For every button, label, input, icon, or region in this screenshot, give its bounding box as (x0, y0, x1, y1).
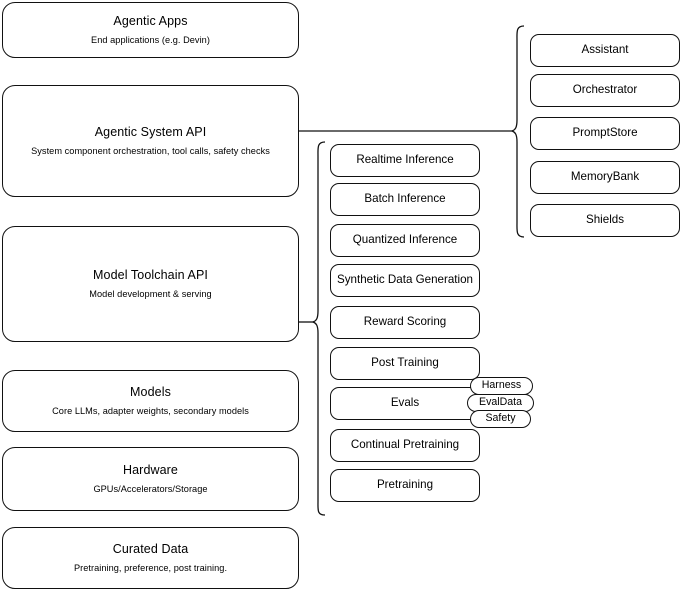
service-label: Batch Inference (364, 192, 446, 206)
component-label: Orchestrator (572, 83, 638, 97)
layer-subtitle: Pretraining, preference, post training. (73, 562, 228, 573)
layer-title: Curated Data (112, 541, 189, 556)
eval-pill-safety[interactable]: Safety (470, 410, 531, 428)
service-post-training[interactable]: Post Training (330, 347, 480, 380)
layer-title: Model Toolchain API (93, 267, 208, 282)
service-pretraining[interactable]: Pretraining (330, 469, 480, 502)
layer-title: Hardware (123, 462, 178, 477)
service-batch-inference[interactable]: Batch Inference (330, 183, 480, 216)
component-label: MemoryBank (570, 170, 640, 184)
service-label: Evals (390, 396, 420, 410)
service-label: Synthetic Data Generation (337, 273, 473, 287)
eval-pill-label: Safety (485, 412, 516, 425)
component-promptstore[interactable]: PromptStore (530, 117, 680, 150)
component-label: Shields (585, 213, 625, 227)
component-orchestrator[interactable]: Orchestrator (530, 74, 680, 107)
layer-model-toolchain-api[interactable]: Model Toolchain API Model development & … (2, 226, 299, 342)
service-evals[interactable]: Evals (330, 387, 480, 420)
layer-hardware[interactable]: Hardware GPUs/Accelerators/Storage (2, 447, 299, 511)
service-quantized-inference[interactable]: Quantized Inference (330, 224, 480, 257)
eval-pill-harness[interactable]: Harness (470, 377, 533, 395)
layer-subtitle: GPUs/Accelerators/Storage (93, 483, 208, 494)
service-reward-scoring[interactable]: Reward Scoring (330, 306, 480, 339)
layer-agentic-apps[interactable]: Agentic Apps End applications (e.g. Devi… (2, 2, 299, 58)
component-assistant[interactable]: Assistant (530, 34, 680, 67)
eval-pill-label: EvalData (479, 396, 522, 409)
right-curly-brace (509, 25, 525, 238)
component-label: Assistant (581, 43, 629, 57)
layer-subtitle: End applications (e.g. Devin) (91, 34, 210, 45)
component-label: PromptStore (572, 126, 638, 140)
service-label: Continual Pretraining (350, 438, 460, 452)
layer-subtitle: Core LLMs, adapter weights, secondary mo… (52, 405, 249, 416)
middle-curly-brace (310, 141, 326, 516)
service-label: Quantized Inference (352, 233, 458, 247)
layer-models[interactable]: Models Core LLMs, adapter weights, secon… (2, 370, 299, 432)
service-realtime-inference[interactable]: Realtime Inference (330, 144, 480, 177)
layer-curated-data[interactable]: Curated Data Pretraining, preference, po… (2, 527, 299, 589)
layer-title: Agentic System API (94, 124, 207, 139)
service-label: Pretraining (376, 478, 434, 492)
layer-agentic-system-api[interactable]: Agentic System API System component orch… (2, 85, 299, 197)
service-synthetic-data-generation[interactable]: Synthetic Data Generation (330, 264, 480, 297)
service-label: Realtime Inference (356, 153, 454, 167)
eval-pill-label: Harness (481, 379, 522, 392)
service-label: Reward Scoring (363, 315, 447, 329)
component-memorybank[interactable]: MemoryBank (530, 161, 680, 194)
service-continual-pretraining[interactable]: Continual Pretraining (330, 429, 480, 462)
layer-subtitle: Model development & serving (89, 288, 212, 299)
component-shields[interactable]: Shields (530, 204, 680, 237)
service-label: Post Training (371, 356, 439, 370)
layer-title: Models (130, 384, 171, 399)
layer-title: Agentic Apps (113, 13, 188, 28)
layer-subtitle: System component orchestration, tool cal… (31, 145, 270, 156)
